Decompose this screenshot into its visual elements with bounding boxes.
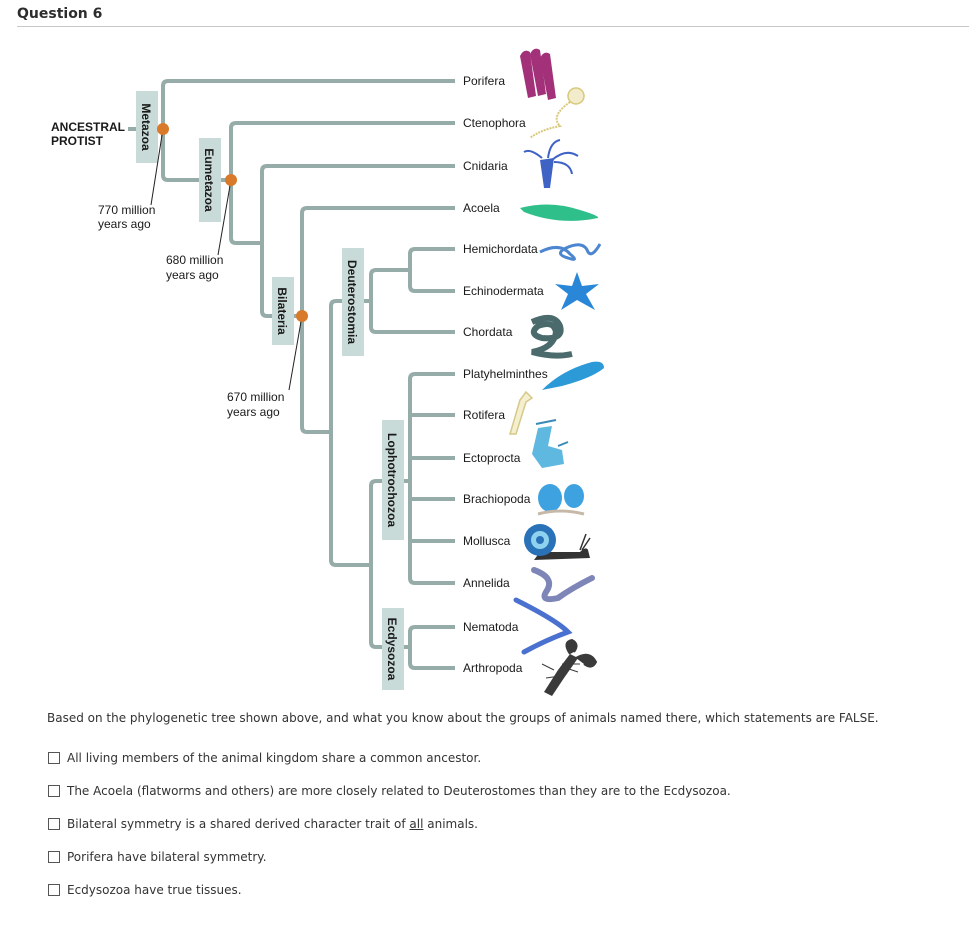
branch-deut-proto [329, 299, 371, 567]
answer-option[interactable]: All living members of the animal kingdom… [48, 741, 731, 774]
branch-eumetazoa [229, 121, 455, 245]
option-text: Bilateral symmetry is a shared derived c… [67, 816, 410, 831]
option-label[interactable]: Porifera have bilateral symmetry. [67, 850, 267, 864]
brachiopod-icon [537, 484, 585, 516]
taxon-label-arthropoda: Arthropoda [463, 661, 523, 675]
option-label[interactable]: Bilateral symmetry is a shared derived c… [67, 817, 478, 831]
taxon-label-echinodermata: Echinodermata [463, 284, 544, 298]
taxon-label-rotifera: Rotifera [463, 408, 505, 422]
clade-box-eumetazoa [199, 138, 221, 222]
taxon-label-porifera: Porifera [463, 74, 505, 88]
clade-label-ecdysozoa: Ecdysozoa [385, 618, 399, 681]
answer-option[interactable]: Ecdysozoa have true tissues. [48, 873, 731, 906]
tree-nodes [157, 123, 308, 322]
option-label[interactable]: Ecdysozoa have true tissues. [67, 883, 242, 897]
node-eumetazoa [225, 174, 237, 186]
taxon-label-brachiopoda: Brachiopoda [463, 492, 531, 506]
clade-label-metazoa: Metazoa [139, 103, 153, 151]
clade-box-bilateria [272, 277, 294, 345]
hydra-icon [523, 139, 579, 188]
flatworm-icon [542, 361, 604, 390]
time-bilateria-line2: years ago [227, 405, 280, 419]
root-label-line1: ANCESTRAL [51, 120, 125, 134]
branch-ecdysozoa [408, 625, 455, 670]
node-metazoa [157, 123, 169, 135]
option-checkbox[interactable] [48, 883, 60, 896]
time-pointer-line [288, 315, 303, 391]
option-label[interactable]: The Acoela (flatworms and others) are mo… [67, 784, 731, 798]
taxon-label-annelida: Annelida [463, 576, 510, 590]
time-metazoa-line1: 770 million [98, 203, 155, 217]
divergence-time-pointers [150, 128, 303, 391]
option-label[interactable]: All living members of the animal kingdom… [67, 751, 481, 765]
branch-ambulacraria [408, 247, 455, 293]
time-eumetazoa-line2: years ago [166, 268, 219, 282]
taxa-labels: PoriferaCtenophoraCnidariaAcoelaHemichor… [463, 74, 548, 675]
clade-label-bilateria: Bilateria [275, 287, 289, 335]
option-checkbox[interactable] [48, 784, 60, 797]
animal-illustrations [508, 48, 604, 696]
option-text: Ecdysozoa have true tissues. [67, 882, 242, 897]
time-metazoa-line2: years ago [98, 217, 151, 231]
comb-jelly-icon [529, 87, 585, 139]
option-text: Porifera have bilateral symmetry. [67, 849, 267, 864]
taxon-label-mollusca: Mollusca [463, 534, 511, 548]
acoel-worm-icon [520, 204, 599, 221]
option-text: The Acoela (flatworms and others) are mo… [67, 783, 731, 798]
taxon-label-cnidaria: Cnidaria [463, 159, 508, 173]
option-checkbox[interactable] [48, 817, 60, 830]
answer-option[interactable]: Bilateral symmetry is a shared derived c… [48, 807, 731, 840]
option-checkbox[interactable] [48, 850, 60, 863]
question-title: Question 6 [17, 6, 103, 22]
answer-option[interactable]: The Acoela (flatworms and others) are mo… [48, 774, 731, 807]
taxon-label-acoela: Acoela [463, 201, 500, 215]
starfish-icon [555, 272, 599, 310]
taxon-label-nematoda: Nematoda [463, 620, 519, 634]
branch-deuterostomia [369, 268, 455, 334]
time-eumetazoa-line1: 680 million [166, 253, 223, 267]
clade-label-lophotrochozoa: Lophotrochozoa [385, 433, 399, 527]
time-bilateria-line1: 670 million [227, 390, 284, 404]
clade-box-metazoa [136, 91, 158, 163]
option-text-end: animals. [423, 816, 478, 831]
clade-box-deuterostomia [342, 248, 364, 356]
roundworm-icon [513, 597, 573, 655]
branch-protostomia [369, 479, 410, 649]
option-text: All living members of the animal kingdom… [67, 750, 482, 765]
lamprey-icon [530, 314, 573, 359]
sponge-icon [520, 48, 556, 100]
option-emphasis: all [409, 816, 424, 831]
branch-cnidaria [260, 164, 455, 318]
rotifer-icon [508, 390, 534, 435]
clade-box-ecdysozoa [382, 608, 404, 690]
time-pointer-line [150, 128, 164, 206]
acorn-worm-icon [539, 243, 602, 261]
node-bilateria [296, 310, 308, 322]
earthworm-icon [531, 567, 595, 603]
answer-option[interactable]: Porifera have bilateral symmetry. [48, 840, 731, 873]
root-label-line2: PROTIST [51, 134, 104, 148]
taxon-label-platyhelminthes: Platyhelminthes [463, 367, 548, 381]
taxon-label-ctenophora: Ctenophora [463, 116, 526, 130]
taxon-label-hemichordata: Hemichordata [463, 242, 538, 256]
option-checkbox[interactable] [48, 751, 60, 764]
bryozoan-icon [532, 419, 569, 468]
lobster-icon [541, 638, 598, 696]
clade-label-deuterostomia: Deuterostomia [345, 260, 359, 344]
branch-lophotrochozoa [408, 372, 455, 585]
taxon-label-ectoprocta: Ectoprocta [463, 451, 521, 465]
answer-options: All living members of the animal kingdom… [48, 741, 731, 906]
clade-box-lophotrochozoa [382, 420, 404, 540]
clade-label-eumetazoa: Eumetazoa [202, 148, 216, 212]
snail-icon [524, 524, 591, 560]
header-divider [17, 26, 969, 27]
time-pointer-line [217, 179, 232, 256]
taxon-label-chordata: Chordata [463, 325, 513, 339]
branch-acoela [300, 206, 455, 434]
question-prompt: Based on the phylogenetic tree shown abo… [47, 711, 879, 725]
